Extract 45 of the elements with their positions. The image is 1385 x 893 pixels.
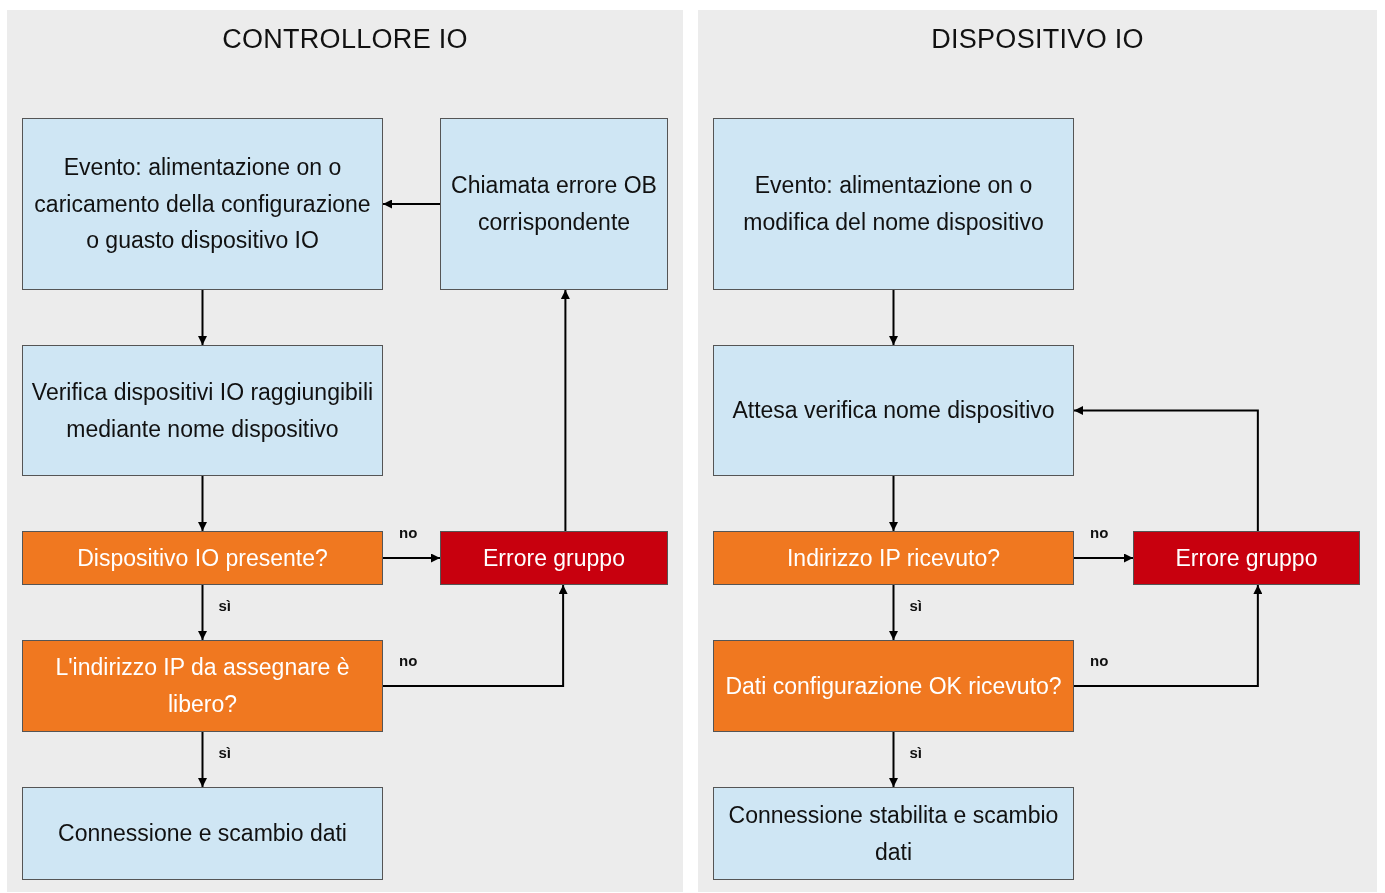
- process-box: [22, 118, 383, 290]
- panel: [698, 10, 1377, 892]
- question-text: L'indirizzo IP da assegnare è libero?: [54, 653, 351, 719]
- decision-box: [713, 531, 1074, 585]
- error-text: Errore gruppo: [1175, 543, 1318, 573]
- panel-heading: DISPOSITIVO IO: [931, 24, 1144, 55]
- arrow: [382, 199, 441, 209]
- process-box: [713, 118, 1074, 290]
- arrow: [889, 475, 898, 532]
- decision-box: [22, 640, 383, 732]
- arrow: [198, 731, 207, 788]
- process-box: [440, 118, 668, 290]
- process-box: [22, 345, 383, 476]
- arrow: [198, 289, 207, 346]
- question-text: Dispositivo IO presente?: [77, 543, 328, 573]
- process-box: [713, 787, 1074, 880]
- arrow: [889, 731, 898, 788]
- arrow: [382, 584, 568, 687]
- step-text: Attesa verifica nome dispositivo: [732, 396, 1055, 426]
- decision-box: [22, 531, 383, 585]
- arrow: [198, 584, 207, 641]
- step-text: Connessione stabilita e scambio dati: [727, 800, 1060, 867]
- question-text: Indirizzo IP ricevuto?: [786, 543, 1001, 573]
- panel-heading: CONTROLLORE IO: [222, 24, 468, 55]
- arrow: [889, 289, 898, 346]
- arrow: [198, 475, 207, 532]
- arrow: [889, 584, 898, 641]
- arrow: [1073, 406, 1259, 532]
- arrow: [382, 553, 441, 563]
- panel: [7, 10, 683, 892]
- error-box: [440, 531, 668, 585]
- error-box: [1133, 531, 1360, 585]
- arrow: [560, 289, 570, 532]
- step-text: Verifica dispositivi IO raggiungibili mediante nome dispositivo: [30, 377, 375, 444]
- step-text: Evento: alimentazione on o caricamento della configurazione o guasto dispositivo IO: [33, 152, 372, 256]
- decision-box: [713, 640, 1074, 732]
- error-text: Errore gruppo: [483, 543, 625, 573]
- arrow: [1073, 584, 1263, 687]
- process-box: [713, 345, 1074, 476]
- step-text: Connessione e scambio dati: [58, 819, 347, 849]
- process-box: [22, 787, 383, 880]
- step-text: Chiamata errore OB corrispondente: [450, 171, 658, 237]
- step-text: Evento: alimentazione on o modifica del nome dispositivo: [742, 171, 1045, 237]
- arrow: [1073, 553, 1134, 563]
- question-text: Dati configurazione OK ricevuto?: [725, 671, 1062, 701]
